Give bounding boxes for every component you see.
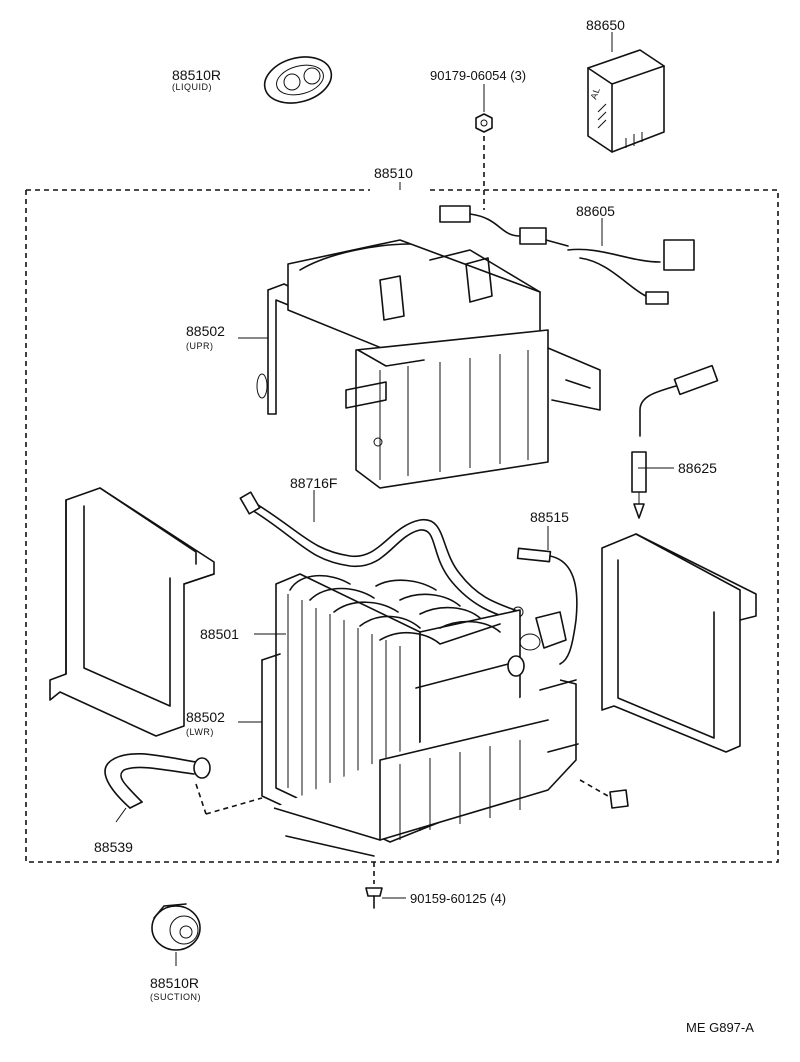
tapping-screw	[365, 862, 406, 909]
label-88502-lwr-note: (LWR)	[186, 727, 214, 737]
label-88605: 88605	[576, 203, 615, 219]
reference-code: ME G897-A	[686, 1020, 754, 1035]
wiring-harness	[439, 205, 695, 305]
lower-case	[261, 653, 579, 857]
label-88510r-suction-note: (SUCTION)	[150, 992, 201, 1002]
svg-text:AL: AL	[588, 86, 602, 101]
liquid-grommet	[263, 56, 333, 104]
label-88510r-liquid: 88510R	[172, 67, 221, 83]
upper-case	[256, 239, 601, 489]
suction-hose	[104, 752, 263, 815]
label-88510r-liquid-note: (LIQUID)	[172, 82, 212, 92]
label-90159: 90159-60125 (4)	[410, 891, 506, 906]
label-88625: 88625	[678, 460, 717, 476]
label-88510r-suction: 88510R	[150, 975, 199, 991]
label-88502-upr-note: (UPR)	[186, 341, 214, 351]
clip-nut	[475, 113, 493, 210]
label-88716f: 88716F	[290, 475, 337, 491]
label-88515: 88515	[530, 509, 569, 525]
suction-grommet	[151, 903, 201, 951]
pressure-switch	[512, 547, 578, 665]
leader-lines	[115, 32, 674, 966]
label-88539: 88539	[94, 839, 133, 855]
assembly-boundary	[25, 182, 779, 863]
label-88501: 88501	[200, 626, 239, 642]
label-90179: 90179-06054 (3)	[430, 68, 526, 83]
label-88502-upr: 88502	[186, 323, 225, 339]
thermistor	[631, 364, 719, 519]
case-clip	[579, 779, 629, 809]
label-88510: 88510	[374, 165, 413, 181]
left-seal-frame	[49, 487, 215, 737]
part-labels: 88650 88510R (LIQUID) 90179-06054 (3) 88…	[94, 17, 754, 1035]
drain-hose	[239, 491, 521, 621]
label-88650: 88650	[586, 17, 625, 33]
right-seal-frame	[601, 533, 757, 753]
label-88502-lwr: 88502	[186, 709, 225, 725]
amplifier-box: AL	[587, 49, 665, 153]
